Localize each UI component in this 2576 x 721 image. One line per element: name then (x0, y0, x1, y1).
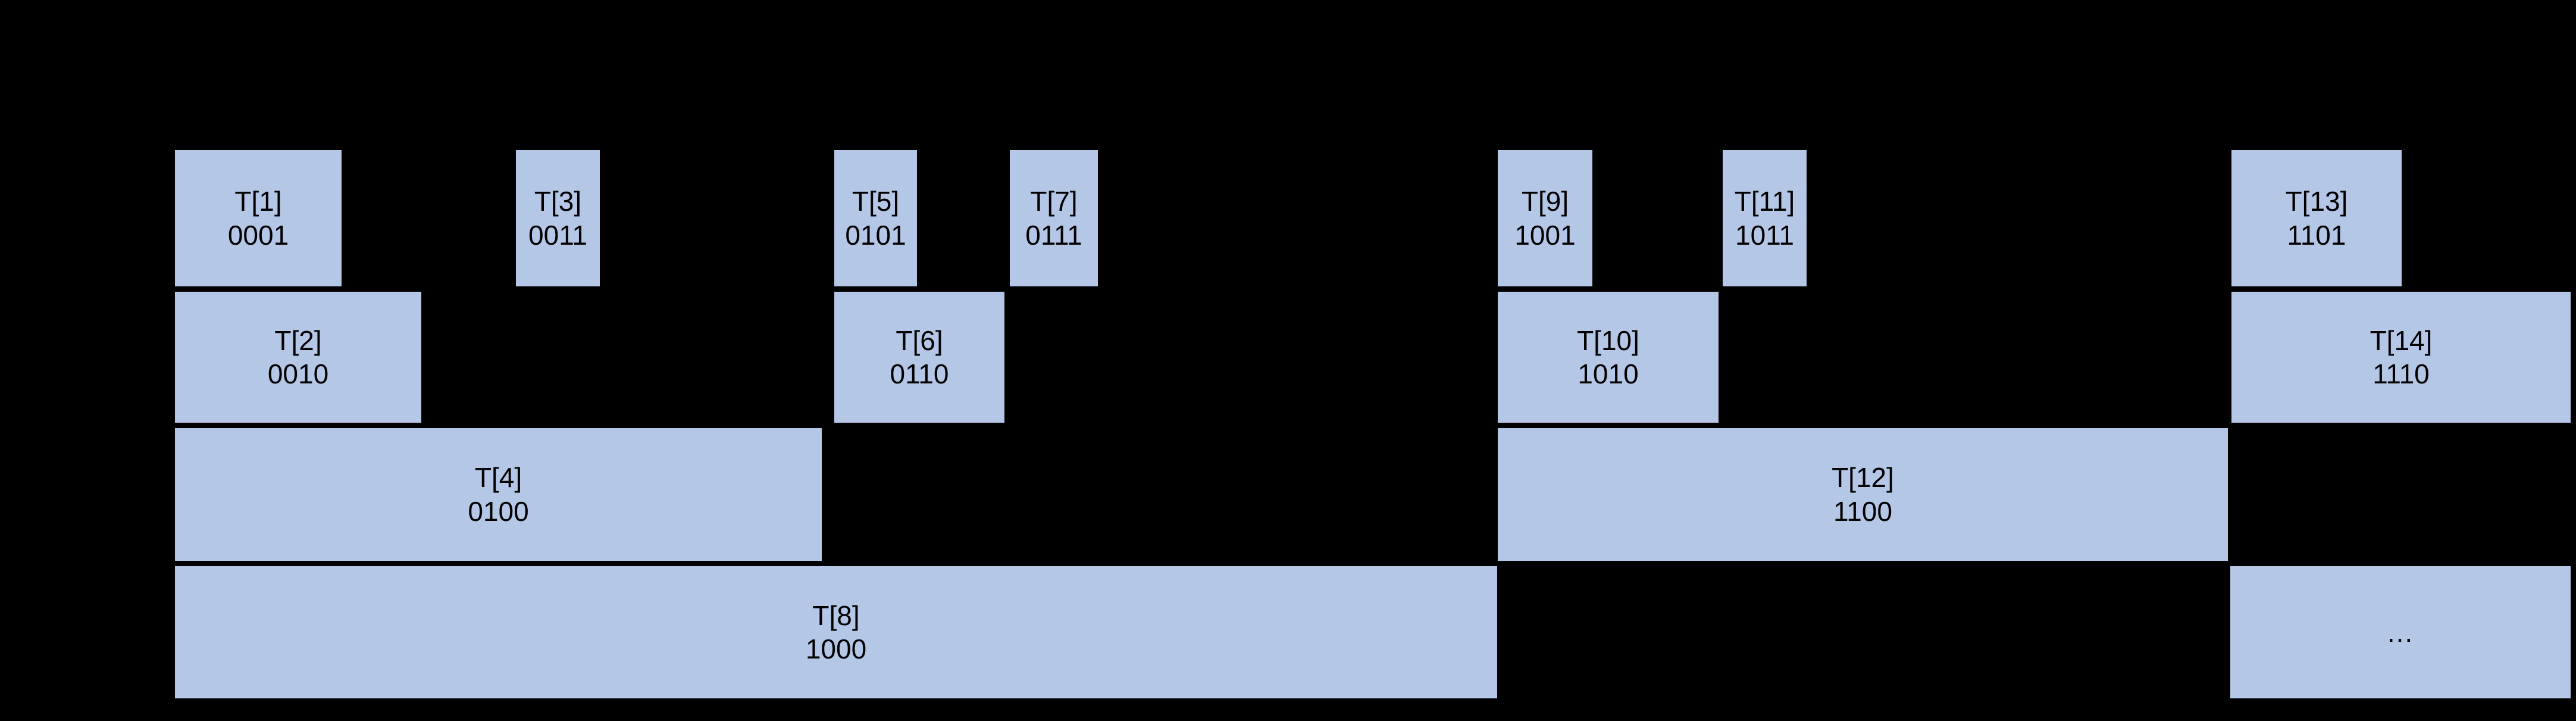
tree-node-binary: 1010 (1577, 358, 1639, 389)
tree-node: T[14]1110 (2230, 291, 2572, 424)
tree-node-label: T[7] (1030, 186, 1078, 217)
tree-node-label: T[6] (896, 324, 943, 356)
tree-node: T[1]0001 (174, 149, 343, 288)
tree-node-binary: 1110 (2372, 358, 2430, 389)
tree-node: T[9]1001 (1497, 149, 1594, 288)
tree-node: T[12]1100 (1497, 427, 2229, 562)
tree-node-label: T[5] (852, 186, 900, 217)
tree-node: T[2]0010 (174, 291, 422, 424)
tree-node-binary: 1000 (805, 633, 867, 664)
tree-node-label: T[12] (1832, 462, 1894, 494)
tree-node-binary: 1001 (1514, 219, 1576, 251)
tree-node-binary: 0010 (267, 358, 329, 389)
tree-node: T[4]0100 (174, 427, 823, 562)
tree-node-label: T[13] (2285, 186, 2348, 217)
tree-node-label: T[14] (2370, 324, 2433, 356)
tree-node-binary: 1011 (1735, 219, 1794, 251)
tree-node-label: T[10] (1577, 324, 1639, 356)
tree-node: T[7]0111 (1009, 149, 1099, 288)
tree-node-binary: 0110 (890, 358, 949, 389)
tree-node: T[3]0011 (515, 149, 601, 288)
tree-node-label: T[3] (534, 186, 582, 217)
tree-node-binary: 0101 (845, 219, 906, 251)
tree-node-label: ... (2387, 616, 2414, 648)
tree-node: T[5]0101 (833, 149, 918, 288)
tree-node-label: T[4] (474, 462, 522, 494)
tree-node: T[13]1101 (2230, 149, 2403, 288)
tree-node-binary: 1101 (2287, 219, 2346, 251)
tree-node-label: T[11] (1734, 186, 1795, 217)
tree-node-label: T[2] (274, 324, 322, 356)
tree-node-binary: 0001 (227, 219, 289, 251)
tree-node: ... (2229, 565, 2572, 700)
tree-node-binary: 1100 (1833, 495, 1892, 527)
tree-node-binary: 0100 (468, 495, 529, 527)
tree-node-binary: 0111 (1025, 219, 1082, 251)
tree-node: T[11]1011 (1721, 149, 1808, 288)
tree-node: T[8]1000 (174, 565, 1498, 700)
tree-node: T[6]0110 (833, 291, 1006, 424)
tree-node-label: T[1] (234, 186, 282, 217)
tree-node-label: T[8] (812, 600, 860, 631)
tree-node-binary: 0011 (528, 219, 587, 251)
tree-node: T[10]1010 (1497, 291, 1720, 424)
tree-node-label: T[9] (1521, 186, 1569, 217)
